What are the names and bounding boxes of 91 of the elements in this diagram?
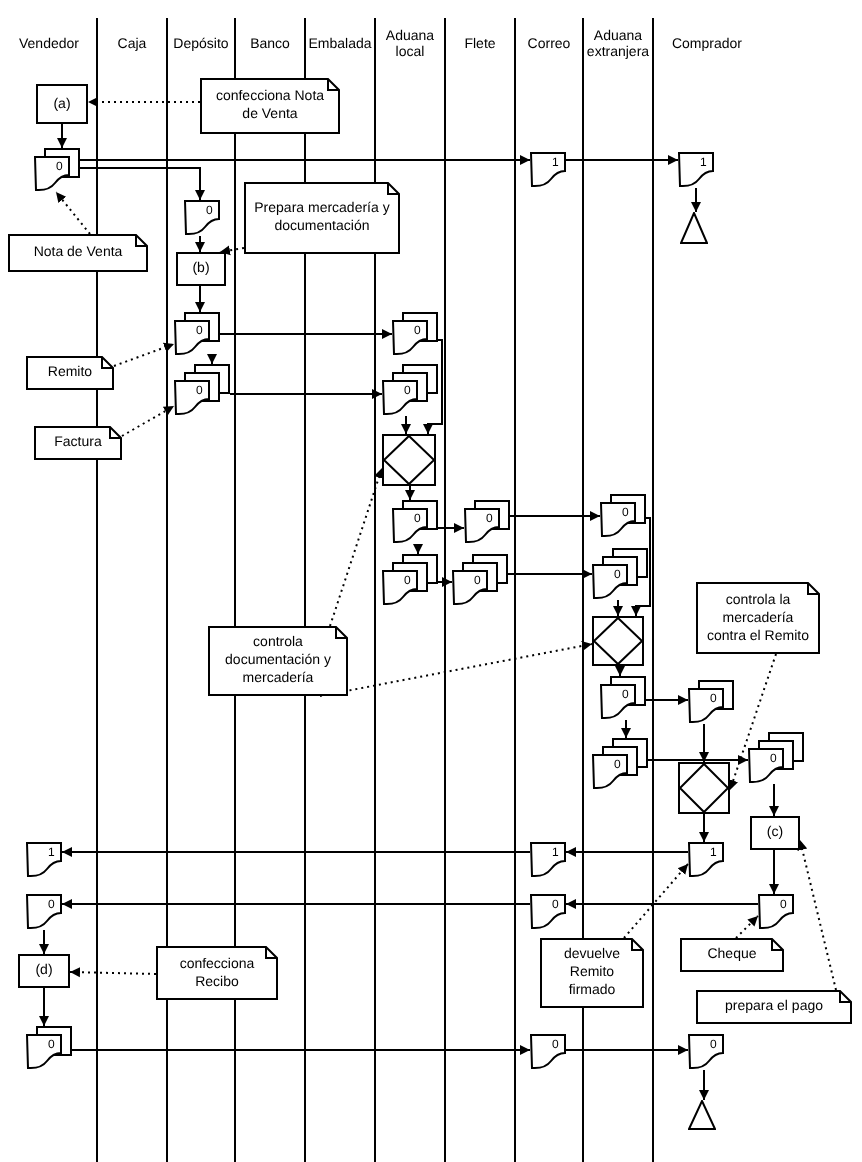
arrow (423, 339, 443, 435)
control-symbol (592, 616, 644, 666)
note-box (208, 626, 348, 696)
document-stack-symbol (592, 548, 648, 600)
arrow (565, 155, 679, 165)
document-stack-symbol (452, 554, 508, 606)
document-stack-symbol (392, 312, 438, 356)
document-symbol (758, 894, 794, 930)
control-symbol (382, 434, 436, 486)
note-box (540, 938, 644, 1008)
arrow (207, 354, 217, 365)
arrow (79, 167, 205, 201)
document-stack-symbol (34, 148, 80, 192)
arrow (195, 285, 205, 313)
leader-line (797, 839, 837, 991)
document-symbol (26, 894, 62, 930)
note-box (696, 990, 852, 1024)
arrow (565, 899, 759, 909)
leader-line (113, 342, 175, 367)
leader-line (69, 967, 157, 978)
note-box (156, 946, 278, 1000)
document-stack-symbol (382, 554, 438, 606)
arrow (437, 577, 453, 587)
arrow (615, 665, 625, 677)
leader-line (87, 97, 201, 107)
document-symbol (688, 842, 724, 878)
arrow (691, 187, 701, 213)
arrow (39, 987, 49, 1027)
document-stack-symbol (600, 676, 646, 720)
leader-line (623, 863, 689, 939)
arrow (699, 1069, 709, 1101)
arrow (413, 543, 423, 555)
arrow (219, 329, 393, 339)
arrow (79, 155, 531, 165)
note-box (34, 426, 122, 460)
arrow (565, 1045, 689, 1055)
leader-line (319, 640, 593, 697)
document-stack-symbol (748, 732, 804, 784)
arrow (699, 813, 709, 843)
arrow (645, 695, 689, 705)
leader-line (121, 405, 175, 437)
note-box (8, 234, 148, 272)
arrow (565, 847, 689, 857)
control-symbol (678, 762, 730, 814)
arrow (61, 847, 531, 857)
arrow (509, 511, 601, 521)
leader-line (219, 245, 245, 256)
arrow (613, 599, 623, 617)
document-symbol (530, 894, 566, 930)
leader-line (329, 467, 384, 627)
leader-line (728, 653, 777, 791)
arrow (699, 723, 709, 763)
archive-triangle (688, 1100, 716, 1130)
document-stack-symbol (688, 680, 734, 724)
arrow (57, 123, 67, 149)
arrow (405, 485, 415, 501)
archive-triangle (680, 212, 708, 244)
document-stack-symbol (464, 500, 510, 544)
document-symbol (688, 1034, 724, 1070)
arrow (71, 1045, 531, 1055)
document-symbol (26, 842, 62, 878)
note-box (26, 356, 114, 390)
leader-line (735, 915, 759, 939)
document-stack-symbol (26, 1026, 72, 1070)
document-symbol (530, 842, 566, 878)
leader-line (55, 191, 91, 235)
document-symbol (530, 152, 566, 188)
arrow (437, 523, 465, 533)
document-stack-symbol (382, 364, 438, 416)
document-symbol (184, 200, 220, 236)
document-stack-symbol (174, 312, 220, 356)
arrow (61, 899, 531, 909)
arrow (507, 569, 593, 579)
note-box (680, 938, 784, 972)
document-symbol (530, 1034, 566, 1070)
document-stack-symbol (392, 500, 438, 544)
note-box (200, 78, 340, 134)
arrow (195, 235, 205, 253)
arrow (229, 389, 383, 399)
document-stack-symbol (174, 364, 230, 416)
arrow (621, 719, 631, 739)
arrow (769, 783, 779, 817)
document-stack-symbol (600, 494, 646, 538)
arrow (631, 517, 651, 617)
arrow (39, 929, 49, 955)
arrow (647, 755, 749, 765)
arrow (401, 415, 411, 435)
document-symbol (678, 152, 714, 188)
document-stack-symbol (592, 738, 648, 790)
note-box (244, 182, 400, 254)
arrow (769, 849, 779, 895)
